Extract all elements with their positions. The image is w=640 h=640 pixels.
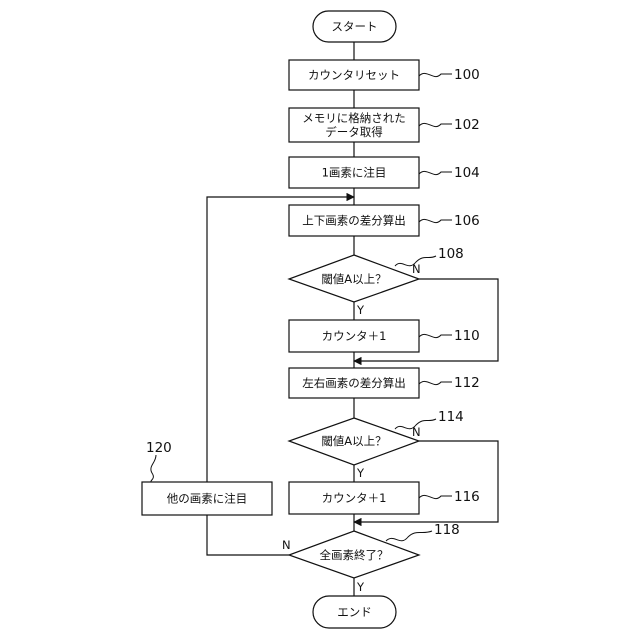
ref-100: 100 [454, 67, 480, 83]
decision-108-label: 閾値A以上？ [321, 272, 386, 286]
edge-118-no-to-120 [207, 515, 289, 555]
step-106: 上下画素の差分算出 [289, 205, 419, 236]
leader-120 [151, 455, 156, 482]
step-116-label: カウンタ＋1 [322, 491, 387, 505]
leader-116 [419, 495, 452, 498]
ref-108: 108 [438, 246, 464, 262]
decision-118-label: 全画素終了？ [320, 548, 389, 562]
decision-114-yes-label: Y [356, 466, 365, 480]
leader-100 [419, 73, 452, 76]
start-terminal: スタート [313, 11, 396, 42]
step-120: 他の画素に注目 [142, 482, 272, 515]
step-112-label: 左右画素の差分算出 [302, 376, 406, 390]
leader-104 [419, 171, 452, 174]
ref-106: 106 [454, 213, 480, 229]
decision-108-yes-label: Y [356, 303, 365, 317]
ref-110: 110 [454, 328, 480, 344]
leader-102 [419, 123, 452, 126]
step-116: カウンタ＋1 [289, 482, 419, 514]
step-106-label: 上下画素の差分算出 [302, 214, 406, 228]
ref-102: 102 [454, 117, 480, 133]
ref-114: 114 [438, 409, 464, 425]
decision-118-yes-label: Y [356, 580, 365, 594]
ref-118: 118 [434, 522, 460, 538]
ref-116: 116 [454, 489, 480, 505]
step-104: 1画素に注目 [289, 157, 419, 188]
leader-110 [419, 334, 452, 337]
end-terminal: エンド [313, 596, 396, 628]
decision-114: 閾値A以上？ [289, 418, 419, 465]
leader-118 [386, 531, 432, 541]
decision-114-label: 閾値A以上？ [321, 434, 386, 448]
ref-104: 104 [454, 165, 480, 181]
step-112: 左右画素の差分算出 [289, 368, 419, 398]
leader-106 [419, 219, 452, 222]
step-104-label: 1画素に注目 [322, 166, 387, 180]
decision-118-no-label: N [282, 538, 291, 552]
step-102-label-line2: データ取得 [325, 125, 383, 139]
decision-118: 全画素終了？ [289, 531, 419, 578]
step-102-label-line1: メモリに格納された [302, 111, 406, 125]
step-100-label: カウンタリセット [308, 68, 400, 82]
step-102: メモリに格納された データ取得 [289, 108, 419, 142]
step-110: カウンタ＋1 [289, 320, 419, 352]
leader-112 [419, 381, 452, 384]
ref-112: 112 [454, 375, 480, 391]
decision-108: 閾値A以上？ [289, 255, 419, 302]
start-label: スタート [332, 20, 378, 34]
end-label: エンド [337, 605, 372, 619]
ref-120: 120 [146, 440, 172, 456]
step-100: カウンタリセット [289, 60, 419, 90]
step-110-label: カウンタ＋1 [322, 329, 387, 343]
step-120-label: 他の画素に注目 [167, 492, 248, 506]
